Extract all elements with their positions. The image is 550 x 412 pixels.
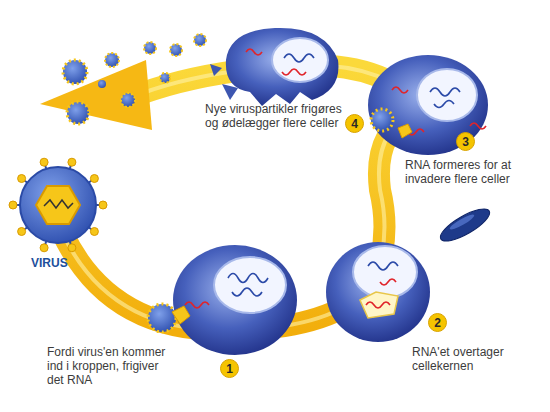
small-virus	[194, 34, 206, 46]
small-virus	[144, 42, 156, 54]
small-virus	[63, 60, 87, 84]
callout-number: 2	[428, 313, 447, 332]
stage-description: RNA'et overtager cellekernen	[412, 345, 537, 373]
callout-number: 4	[345, 114, 364, 133]
step-number: 3	[462, 135, 469, 149]
stage-description: Fordi virus'en kommer ind i kroppen, fri…	[47, 345, 177, 387]
small-virus	[105, 53, 119, 67]
released-viruses	[63, 34, 206, 124]
small-virus	[170, 44, 182, 56]
cell-stage-4	[210, 28, 338, 106]
stage-description: Nye viruspartikler frigøres og ødelægger…	[205, 102, 345, 130]
step-number: 4	[351, 117, 358, 131]
virus-label: VIRUS	[31, 256, 68, 270]
cell-stage-3	[368, 55, 488, 155]
small-virus	[160, 73, 170, 83]
virus-particle	[9, 158, 107, 252]
small-virus	[121, 93, 135, 107]
callout-number: 1	[220, 359, 239, 378]
cycle-arrow	[40, 60, 425, 330]
step-number: 2	[434, 316, 441, 330]
small-virus	[67, 102, 89, 124]
medicine-pill	[436, 203, 493, 247]
step-number: 1	[226, 362, 233, 376]
cell-stage-1	[148, 245, 297, 355]
cycle-arrowhead	[40, 60, 152, 130]
callout-number: 3	[456, 132, 475, 151]
cell-stage-2	[326, 242, 430, 342]
small-virus	[98, 80, 106, 88]
stage-description: RNA formeres for at invadere flere celle…	[405, 158, 545, 186]
